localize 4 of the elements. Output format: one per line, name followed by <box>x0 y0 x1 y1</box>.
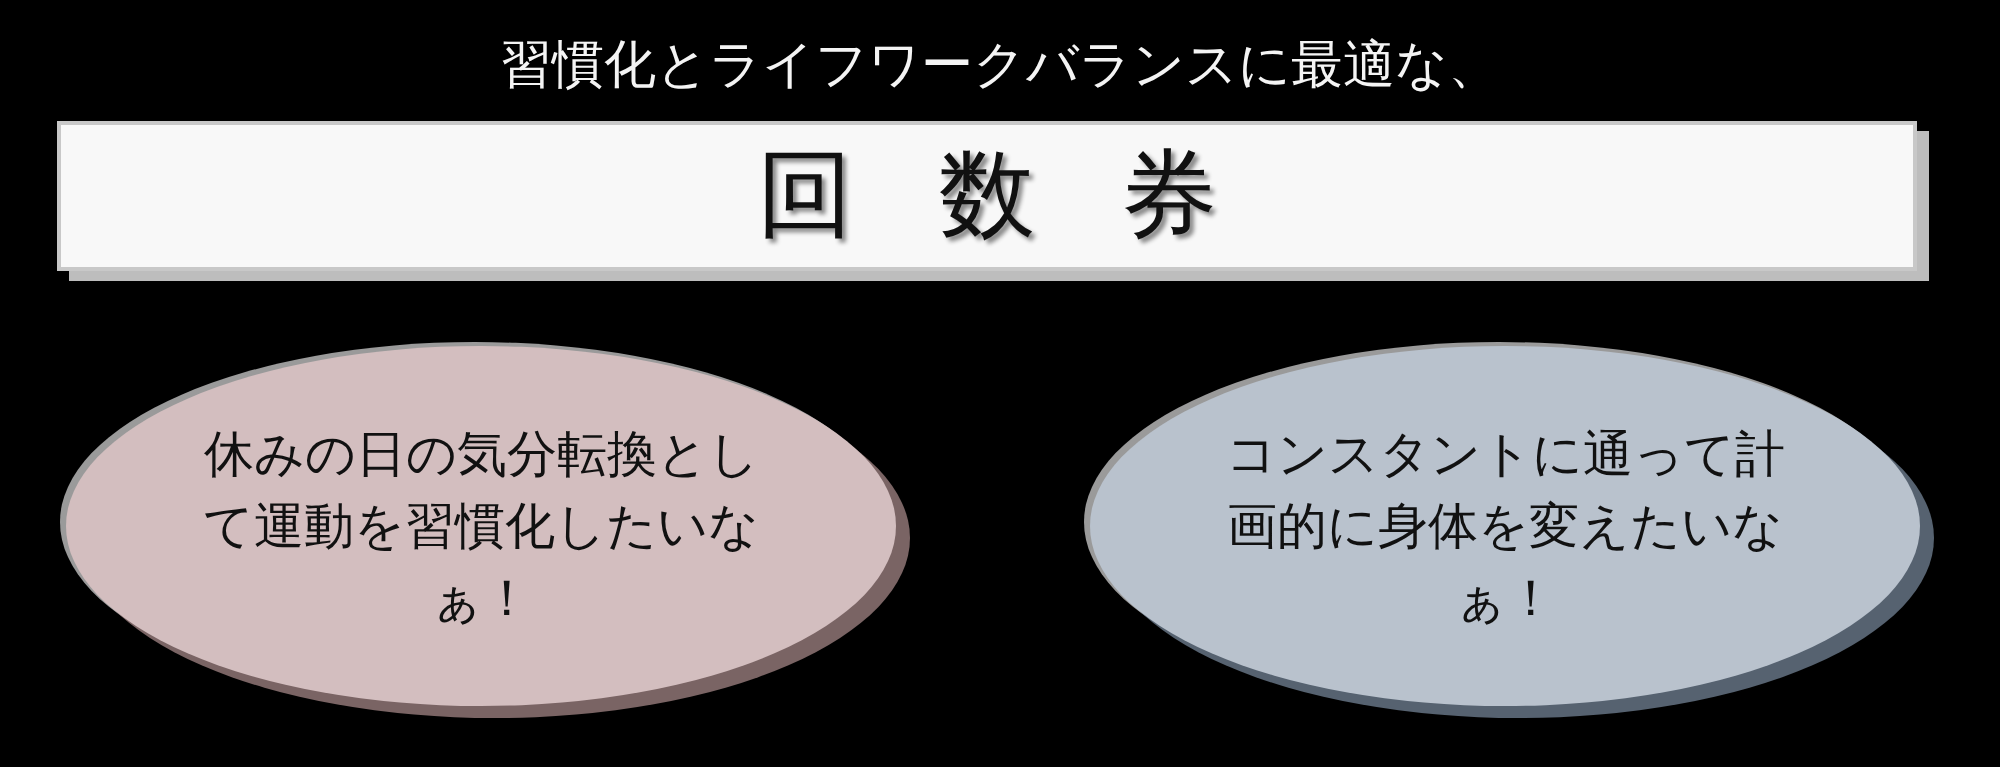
slide-title: 習慣化とライフワークバランスに最適な、 <box>500 35 1500 95</box>
banner-text: 回数券 <box>756 140 1304 250</box>
oval-text: コンスタントに通って計画的に身体を変えたいなぁ！ <box>1224 425 1786 628</box>
oval-text: 休みの日の気分転換として運動を習慣化したいなぁ！ <box>202 425 760 628</box>
